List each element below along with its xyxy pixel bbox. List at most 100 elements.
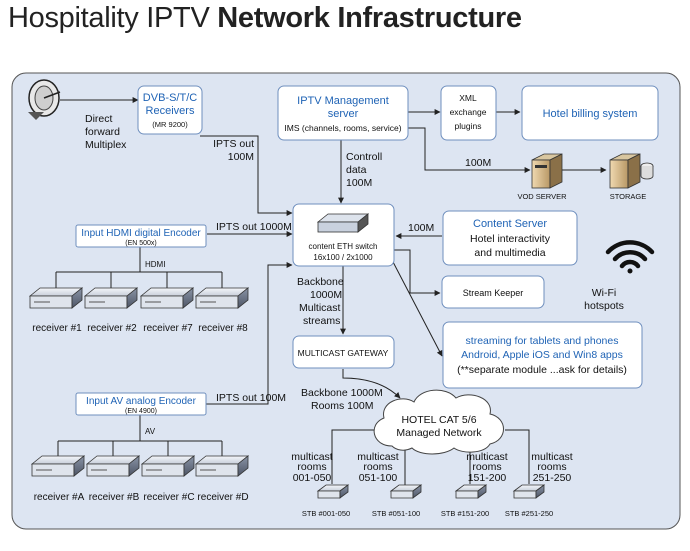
control-data-label-1: Controll: [346, 151, 382, 163]
network-cloud-line2: Managed Network: [396, 427, 482, 439]
billing-label: Hotel billing system: [543, 108, 638, 120]
receiver-device-icon: [141, 455, 195, 477]
dvb-title: DVB-S/T/C: [143, 92, 197, 104]
backbone-label-2: 1000M: [310, 289, 342, 301]
room-line2: rooms: [297, 461, 326, 473]
iptv-management-box: IPTV Management server IMS (channels, ro…: [277, 85, 409, 141]
switch-line2: 16x100 / 2x1000: [313, 253, 373, 262]
iptv-title2: server: [328, 108, 359, 120]
title-bold: Network Infrastructure: [217, 2, 522, 34]
room-line1: multicast: [531, 451, 573, 463]
room-line2: rooms: [537, 461, 566, 473]
stb-label: STB #001-050: [302, 509, 350, 518]
wifi-icon: [605, 240, 655, 274]
switch-line1: content ETH switch: [309, 242, 378, 251]
stream-keeper-label: Stream Keeper: [463, 288, 524, 298]
backbone2-label-2: Rooms 100M: [311, 400, 373, 412]
room-line1: multicast: [466, 451, 508, 463]
vod-server-label: VOD SERVER: [517, 192, 567, 201]
storage-label: STORAGE: [610, 192, 647, 201]
av-encoder-title: Input AV analog Encoder: [86, 396, 197, 407]
ipts-out-label-1: IPTS out: [213, 138, 254, 150]
hdmi-encoder-title: Input HDMI digital Encoder: [81, 228, 201, 239]
wifi-label-2: hotspots: [584, 300, 624, 312]
room-line3: 151-200: [468, 472, 507, 484]
room-group: multicast rooms 151-200 STB #151-200: [441, 451, 508, 518]
receiver-device-icon: [31, 455, 85, 477]
hdmi-encoder-sub: (EN 500x): [125, 240, 157, 247]
receiver-label: receiver #B: [89, 492, 140, 503]
backbone-label-4: streams: [303, 315, 340, 327]
hotel-network-cloud: HOTEL CAT 5/6 Managed Network: [373, 389, 504, 455]
backbone2-label-1: Backbone 1000M: [301, 387, 383, 399]
ipts-out-label-2: 100M: [228, 151, 254, 163]
room-line1: multicast: [291, 451, 333, 463]
receiver-device-icon: [195, 455, 249, 477]
dvb-sub: (MR 9200): [152, 120, 188, 129]
room-line2: rooms: [363, 461, 392, 473]
title-light: Hospitality IPTV: [8, 2, 210, 34]
room-group: multicast rooms 251-250 STB #251-250: [505, 451, 573, 518]
direct-label-2: forward: [85, 126, 120, 138]
content-100m-label: 100M: [408, 222, 434, 234]
av-encoder-box: Input AV analog Encoder (EN 4900): [75, 392, 207, 416]
content-server-line2: and multimedia: [474, 247, 545, 259]
receiver-label: receiver #1: [32, 323, 82, 334]
xml-line3: plugins: [455, 121, 482, 131]
receiver-device-icon: [140, 287, 194, 309]
ipts-out-1000m-label: IPTS out 1000M: [216, 221, 292, 233]
multicast-gateway-box: MULTICAST GATEWAY: [292, 335, 395, 369]
receiver-label: receiver #8: [198, 323, 248, 334]
receiver-label: receiver #2: [87, 323, 137, 334]
content-switch-box: content ETH switch 16x100 / 2x1000: [292, 203, 395, 267]
hotel-billing-box: Hotel billing system: [521, 85, 659, 141]
backbone-label-1: Backbone: [297, 276, 344, 288]
stb-label: STB #251-250: [505, 509, 553, 518]
content-server-box: Content Server Hotel interactivity and m…: [442, 210, 578, 266]
page-title: Hospitality IPTV Network Infrastructure: [8, 2, 522, 35]
streaming-line1: streaming for tablets and phones: [466, 335, 619, 347]
content-server-line1: Hotel interactivity: [470, 233, 551, 245]
receiver-device-icon: [195, 287, 249, 309]
stb-label: STB #151-200: [441, 509, 489, 518]
multicast-gateway-label: MULTICAST GATEWAY: [298, 348, 389, 358]
receiver-label: receiver #A: [34, 492, 85, 503]
direct-label-3: Multiplex: [85, 139, 127, 151]
iptv-sub: IMS (channels, rooms, service): [284, 123, 401, 133]
stream-keeper-box: Stream Keeper: [441, 275, 545, 309]
hdmi-receivers: receiver #1 receiver #2 receiver #7 rece…: [29, 287, 249, 334]
av-receivers: receiver #A receiver #B receiver #C rece…: [31, 455, 249, 503]
av-label: AV: [145, 427, 156, 436]
room-line3: 251-250: [533, 472, 572, 484]
storage-icon: [609, 153, 654, 189]
content-server-title: Content Server: [473, 218, 547, 230]
ipts-out-100m-av-label: IPTS out 100M: [216, 392, 286, 404]
room-line1: multicast: [357, 451, 399, 463]
receiver-device-icon: [84, 287, 138, 309]
dvb-title2: Receivers: [146, 105, 195, 117]
network-cloud-line1: HOTEL CAT 5/6: [401, 414, 476, 426]
control-data-label-2: data: [346, 164, 367, 176]
backbone-label-3: Multicast: [299, 302, 341, 314]
streaming-line3: (**separate module ...ask for details): [457, 364, 627, 376]
xml-line1: XML: [459, 93, 477, 103]
receiver-label: receiver #7: [143, 323, 193, 334]
room-line3: 001-050: [293, 472, 332, 484]
room-line2: rooms: [472, 461, 501, 473]
control-data-label-3: 100M: [346, 177, 372, 189]
xml-plugins-box: XML exchange plugins: [440, 85, 497, 141]
streaming-line2: Android, Apple iOS and Win8 apps: [461, 349, 623, 361]
receiver-label: receiver #D: [197, 492, 248, 503]
connection-lines: [55, 97, 607, 488]
satellite-dish-icon: [28, 79, 61, 120]
hdmi-encoder-box: Input HDMI digital Encoder (EN 500x): [75, 224, 207, 248]
streaming-box: streaming for tablets and phones Android…: [442, 321, 643, 389]
room-groups: multicast rooms 001-050 STB #001-050 mul…: [291, 451, 573, 518]
receiver-device-icon: [29, 287, 83, 309]
receiver-label: receiver #C: [143, 492, 194, 503]
room-group: multicast rooms 001-050 STB #001-050: [291, 451, 350, 518]
xml-line2: exchange: [450, 107, 487, 117]
receiver-device-icon: [86, 455, 140, 477]
av-encoder-sub: (EN 4900): [125, 408, 157, 415]
